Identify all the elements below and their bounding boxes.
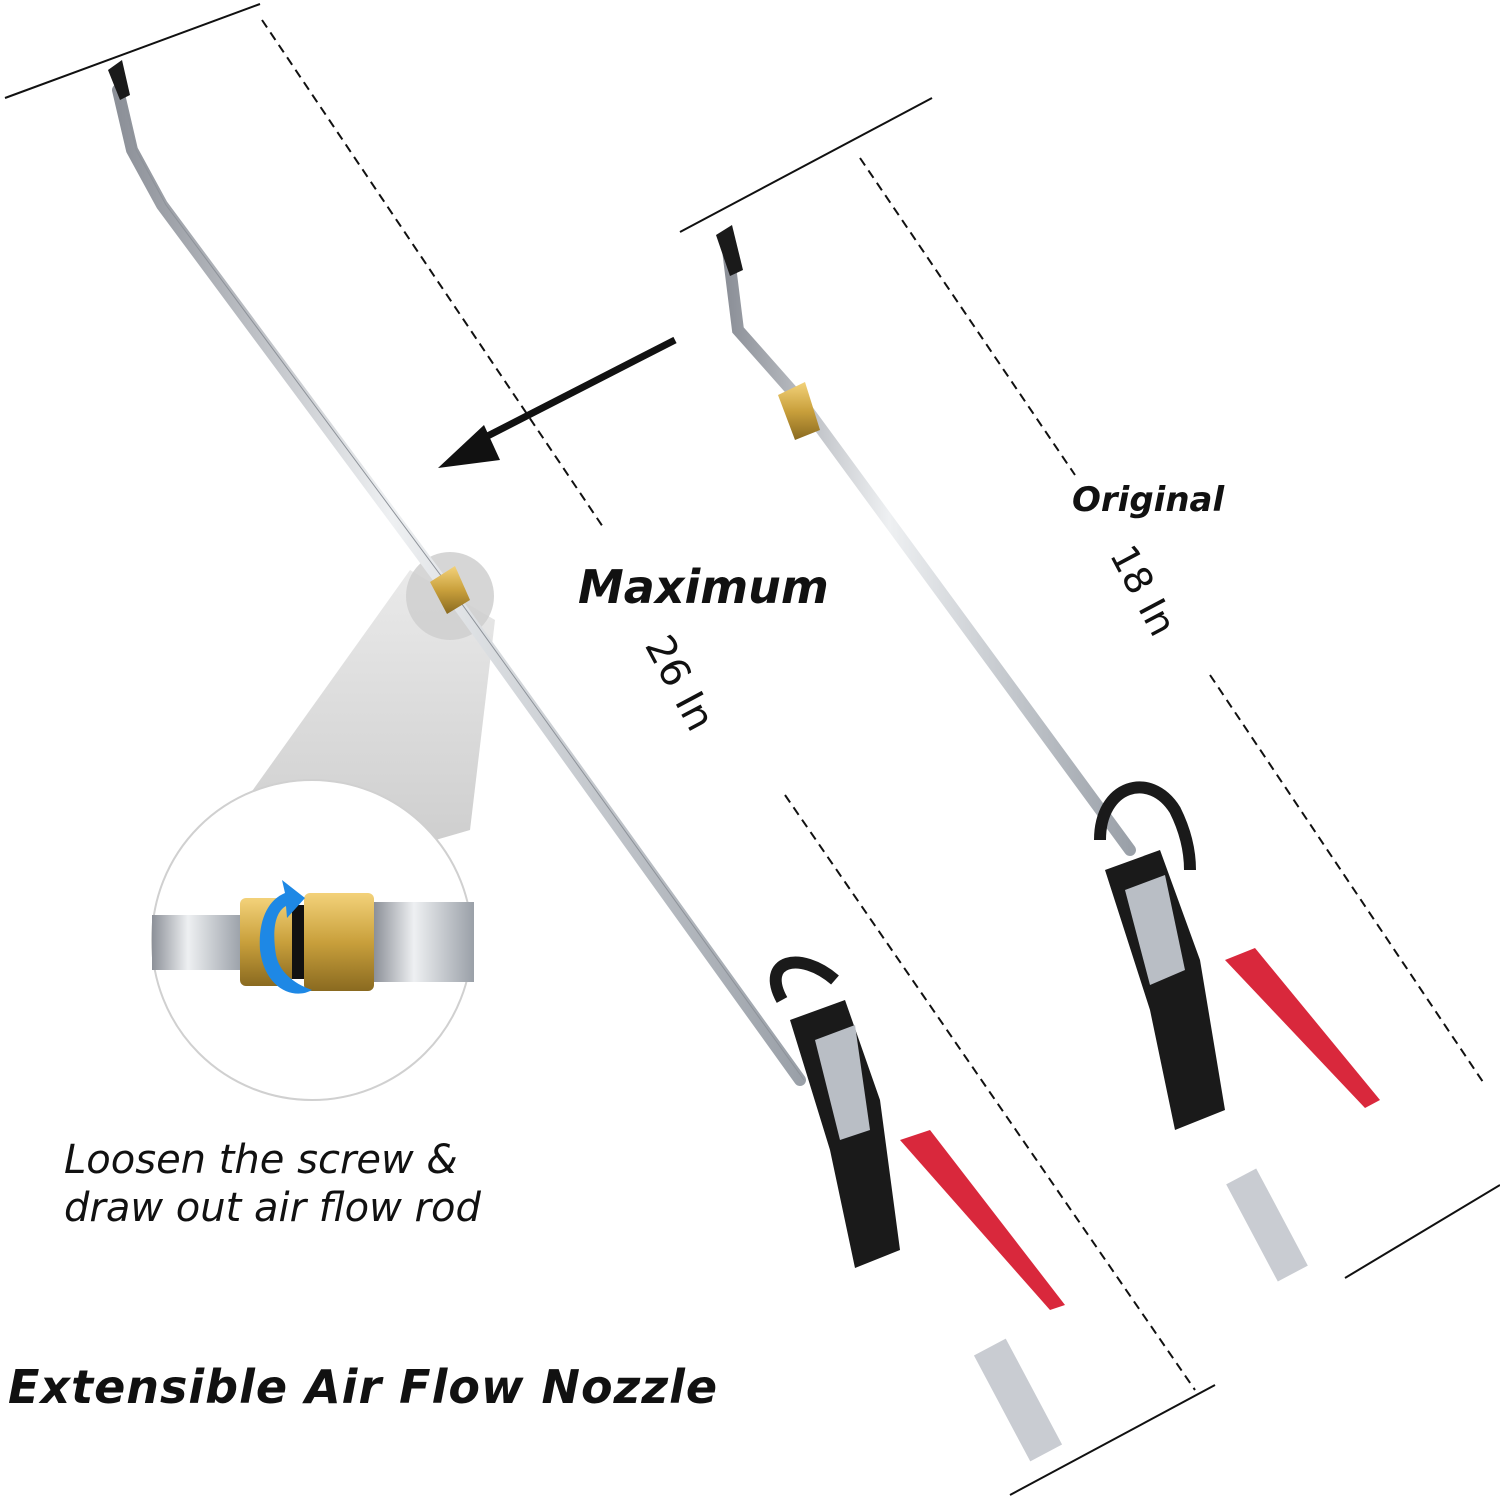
rotate-arrow-icon [259,880,312,994]
caption-line-2: draw out air flow rod [64,1185,481,1231]
original-label: Original [1072,480,1225,520]
nozzle-original [716,225,1380,1282]
product-title: Extensible Air Flow Nozzle [8,1360,719,1414]
dimension-lines-maximum [4,3,1216,1496]
zoom-callout [151,552,495,1101]
maximum-label: Maximum [578,560,829,614]
dimension-lines-original [679,97,1500,1279]
caption-line-1: Loosen the screw & [64,1137,458,1183]
arrow-left-icon [438,336,677,468]
nozzle-extended [108,60,1065,1462]
instruction-caption: Loosen the screw & draw out air flow rod [64,1136,481,1232]
